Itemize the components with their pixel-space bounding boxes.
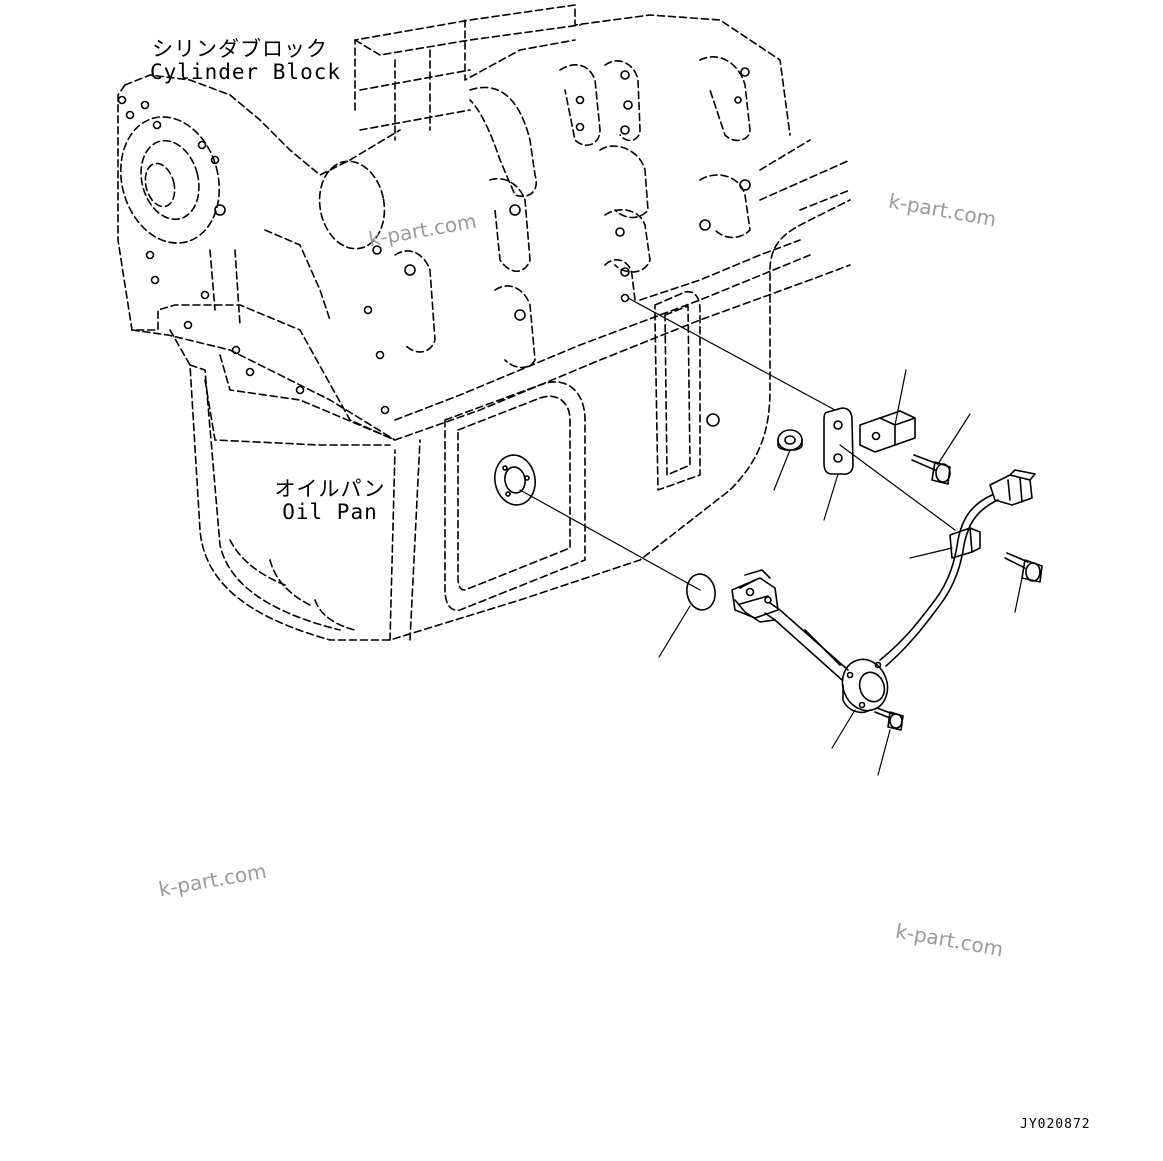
sensor-mounting-bolt (874, 707, 904, 731)
o-ring (686, 573, 716, 611)
oil-pan-label-jp: オイルパン (274, 477, 386, 501)
flange-nut (777, 429, 803, 452)
explode-lines (519, 297, 956, 591)
cylinder-block-outline (117, 4, 851, 441)
cylinder-block-label-en: Cylinder Block (150, 60, 342, 85)
oil-pan-outline (169, 199, 851, 641)
mounting-bolt-upper (911, 454, 951, 485)
clamp-plate (823, 407, 854, 475)
l-bracket-clip (859, 410, 916, 453)
cylinder-block-holes (117, 67, 751, 427)
oil-pan-sensor-port (494, 454, 536, 506)
mounting-bolt-right (1004, 552, 1043, 583)
oil-pan-label: オイルパン Oil Pan (270, 477, 390, 525)
cylinder-block-label-jp: シリンダブロック (152, 37, 328, 61)
oil-pan-label-en: Oil Pan (282, 500, 378, 525)
cylinder-block-label: シリンダブロック Cylinder Block (150, 37, 342, 85)
leader-lines (658, 369, 1023, 776)
drawing-code: JY020872 (1020, 1117, 1091, 1132)
oil-level-sensor-assembly (731, 469, 1036, 714)
